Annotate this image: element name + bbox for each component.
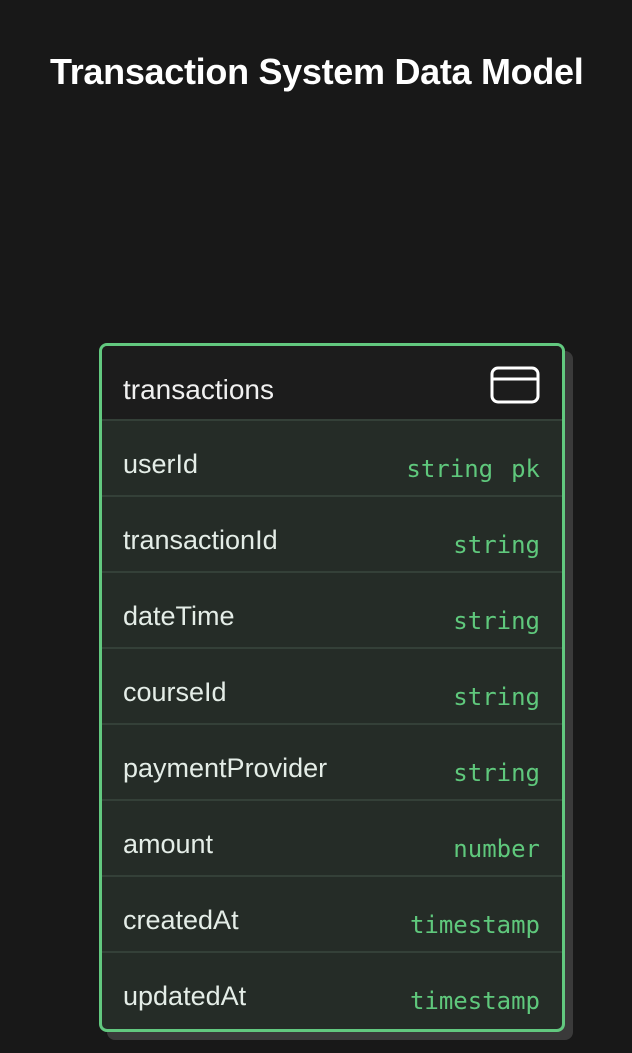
field-row-courseid[interactable]: courseId string (102, 649, 562, 725)
credit-card-icon (490, 366, 540, 404)
transactions-table[interactable]: transactions userId string pk transaction… (99, 343, 565, 1032)
field-name: paymentProvider (123, 753, 328, 783)
table-header: transactions (102, 346, 562, 421)
field-meta: timestamp (410, 910, 540, 940)
field-type: string (453, 759, 540, 787)
field-name: transactionId (123, 525, 278, 555)
field-type: string (453, 683, 540, 711)
field-name: dateTime (123, 601, 235, 631)
field-meta: timestamp (410, 986, 540, 1016)
field-type: timestamp (409, 987, 540, 1015)
field-row-amount[interactable]: amount number (102, 801, 562, 877)
diagram-title: Transaction System Data Model (50, 51, 584, 92)
field-type: timestamp (409, 911, 540, 939)
field-type: string (406, 455, 494, 483)
field-type: number (453, 835, 540, 863)
field-row-createdat[interactable]: createdAt timestamp (102, 877, 562, 953)
field-meta: string (453, 758, 540, 788)
field-type: string (453, 607, 540, 635)
field-name: createdAt (123, 905, 239, 935)
field-row-transactionid[interactable]: transactionId string (102, 497, 562, 573)
field-name: updatedAt (123, 981, 247, 1011)
field-meta: string (453, 530, 540, 560)
field-row-userid[interactable]: userId string pk (102, 421, 562, 497)
primary-key-badge: pk (511, 455, 540, 483)
field-type: string (453, 531, 540, 559)
field-meta: number (453, 834, 540, 864)
field-name: courseId (123, 677, 227, 707)
field-name: userId (123, 449, 199, 479)
field-meta: string pk (406, 454, 540, 484)
field-row-paymentprovider[interactable]: paymentProvider string (102, 725, 562, 801)
field-meta: string (453, 606, 540, 636)
field-meta: string (453, 682, 540, 712)
table-name: transactions (123, 374, 274, 405)
field-name: amount (123, 829, 214, 859)
field-row-updatedat[interactable]: updatedAt timestamp (102, 953, 562, 1029)
field-row-datetime[interactable]: dateTime string (102, 573, 562, 649)
